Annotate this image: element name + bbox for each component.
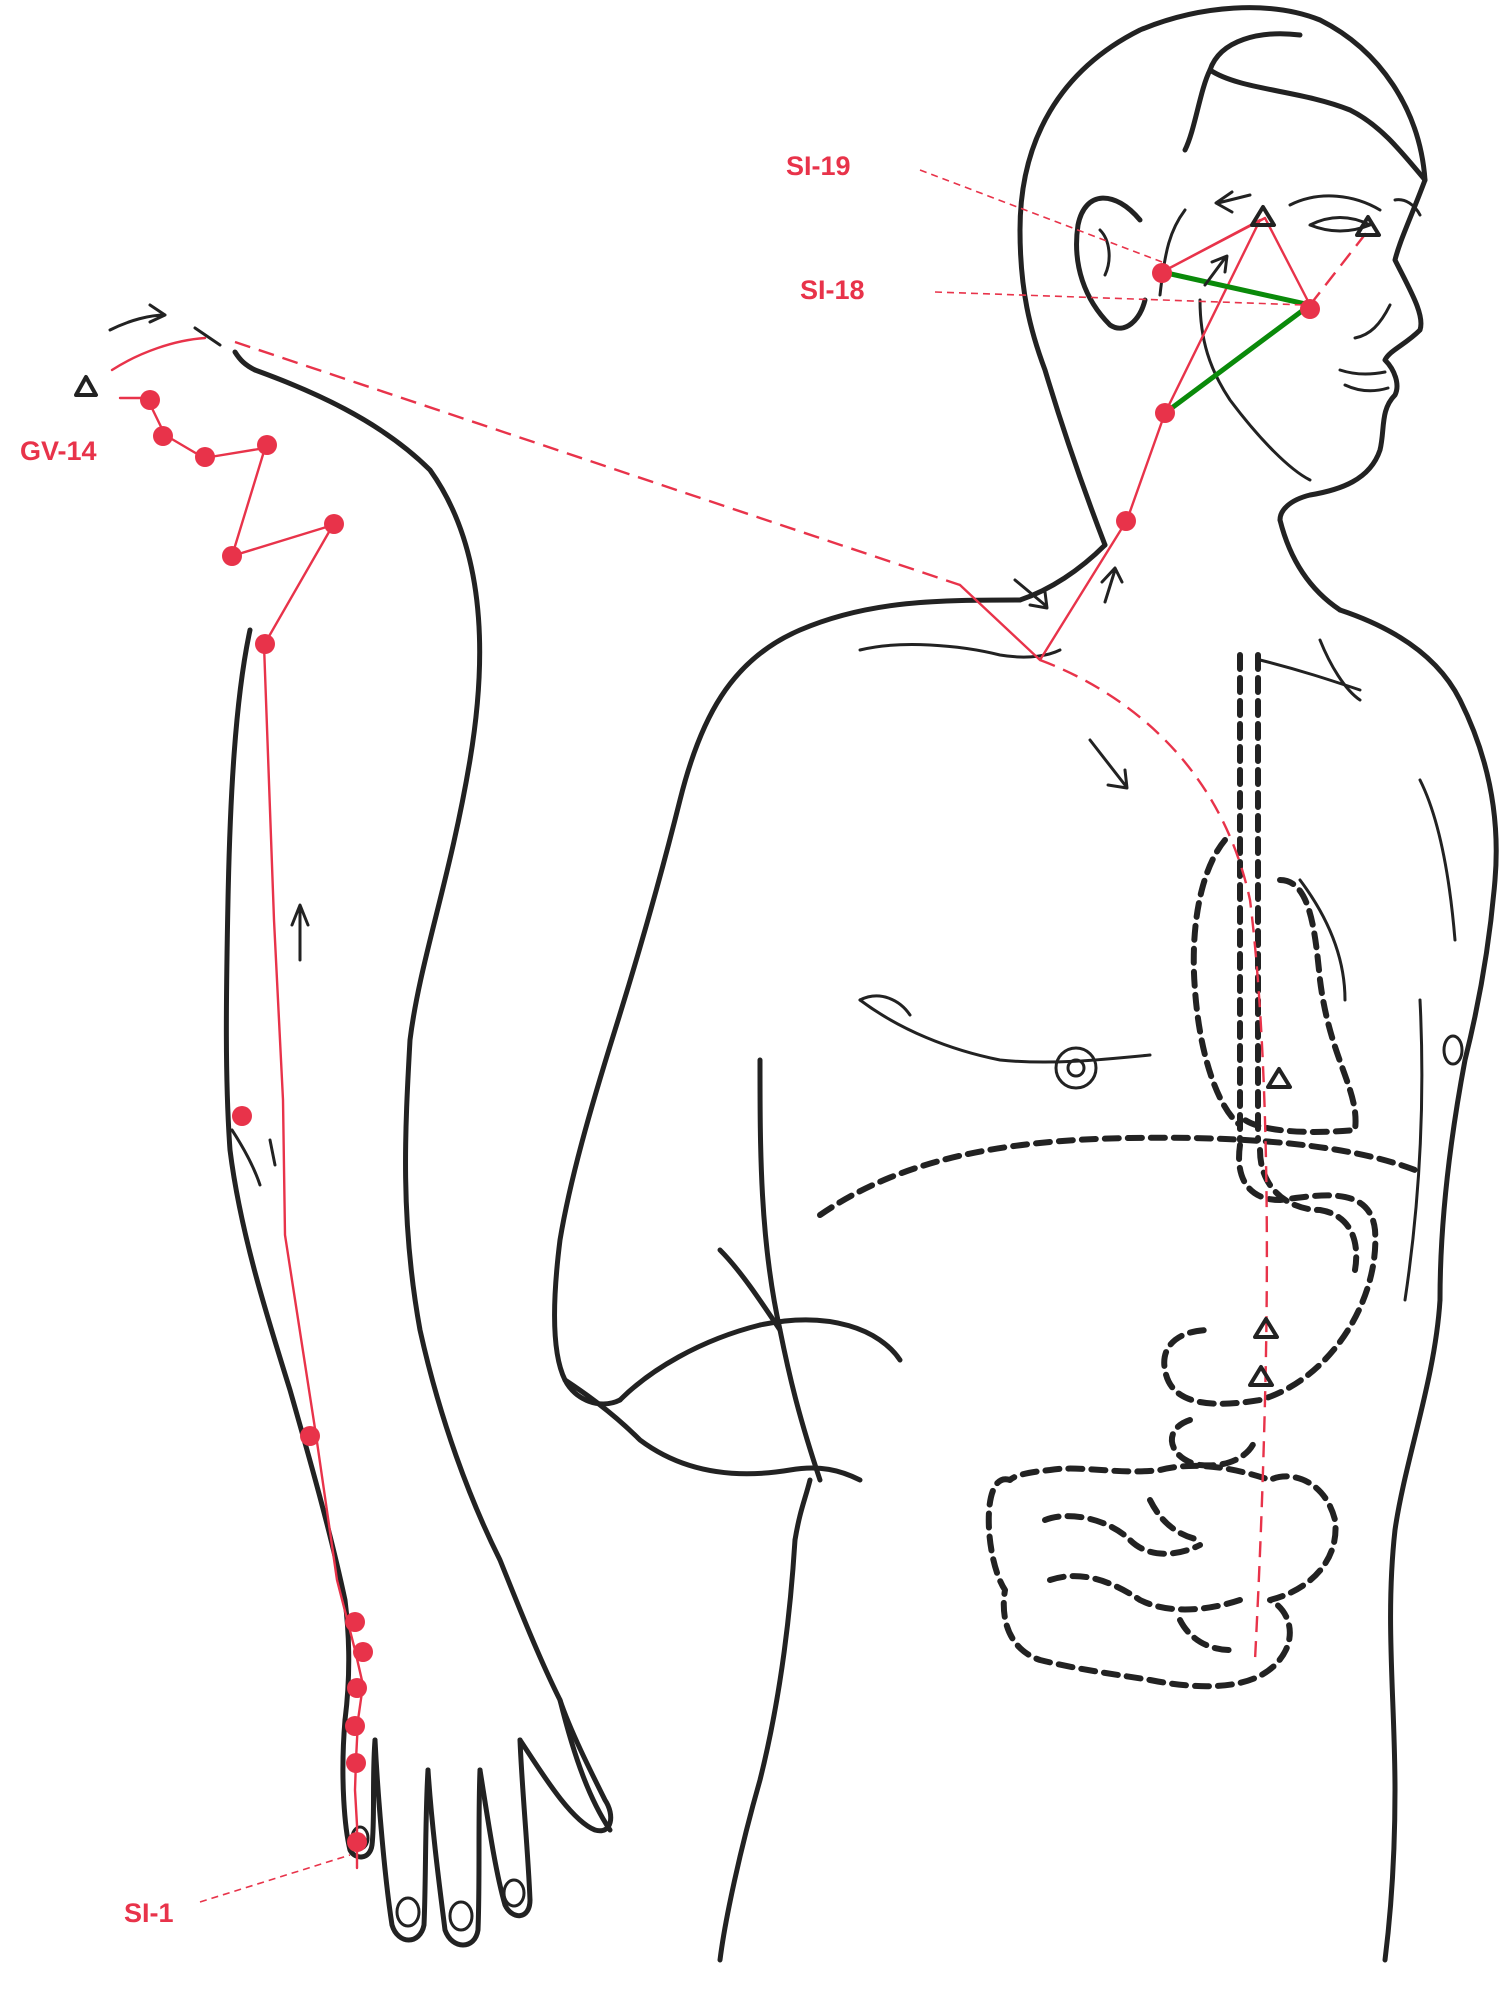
acupoint-dot (1116, 511, 1136, 531)
head-outline (1017, 5, 1428, 548)
arrow-icon-shoulder-tip (193, 326, 222, 347)
intestine-loops (1042, 1497, 1243, 1653)
acupoint-dot (153, 426, 173, 446)
acupoint-dot (255, 634, 275, 654)
acupoint-dot (232, 1106, 252, 1126)
label-gv14: GV-14 (20, 436, 97, 466)
acupoint-dot (222, 546, 242, 566)
acupoints (140, 263, 1320, 1852)
green-branch-line (1161, 269, 1313, 416)
face-dashed-segment (1309, 227, 1371, 306)
acupoint-dot (257, 435, 277, 455)
acupoint-dot (345, 1612, 365, 1632)
leader-lines (199, 169, 1306, 1903)
point-labels: SI-19 SI-18 GV-14 SI-1 (20, 151, 865, 1928)
arrow-icon-neck-down (1013, 578, 1049, 610)
arrow-icon-chest-down (1088, 738, 1129, 790)
acupoint-dot (1152, 263, 1172, 283)
acupoint-dot (140, 390, 160, 410)
si1-leader (199, 1854, 351, 1903)
small-intestine (985, 1462, 1339, 1690)
acupoint-dot (346, 1753, 366, 1773)
arrow-icon-arm-up (290, 903, 310, 962)
triangle-marker-gv14 (74, 375, 98, 397)
acupoint-dot (324, 514, 344, 534)
neck-branch-line (958, 216, 1312, 662)
diaphragm (817, 1134, 1418, 1218)
acupoint-dot (345, 1716, 365, 1736)
acupoint-dot (1300, 299, 1320, 319)
shoulder-arc (110, 336, 207, 372)
acupoint-dot (347, 1678, 367, 1698)
colon-loop (1168, 1417, 1258, 1469)
esophagus (1237, 652, 1261, 1143)
label-si19: SI-19 (786, 151, 851, 181)
si18-leader (934, 291, 1306, 306)
label-si18: SI-18 (800, 275, 865, 305)
torso-outline (552, 517, 1499, 1963)
internal-descent-dashed (1039, 658, 1269, 1661)
acupoint-dot (300, 1426, 320, 1446)
triangle-markers (74, 205, 1381, 1387)
acupoint-dot (195, 447, 215, 467)
triangle-marker-face-2 (1355, 215, 1381, 237)
triangle-marker-stomach-2 (1248, 1365, 1274, 1387)
acupoint-dot (347, 1832, 367, 1852)
direction-arrows (108, 190, 1252, 962)
arrow-icon-face-left (1214, 190, 1252, 214)
stomach (1161, 1142, 1379, 1407)
arm-channel-line (118, 396, 365, 1870)
acupoint-dot (353, 1642, 373, 1662)
triangle-marker-face-1 (1250, 205, 1276, 227)
triangle-marker-heart (1266, 1067, 1292, 1089)
si19-leader (919, 169, 1163, 263)
arrow-icon-neck-up (1100, 566, 1124, 604)
arrow-icon-cheek-up (1203, 254, 1229, 287)
triangle-marker-stomach-1 (1253, 1317, 1279, 1339)
acupoint-dot (1155, 403, 1175, 423)
heart (1190, 837, 1359, 1135)
shoulder-to-neck-dashed (234, 340, 961, 587)
label-si1: SI-1 (124, 1898, 174, 1928)
arm-outline (223, 349, 614, 1948)
internal-organs (817, 652, 1418, 1690)
arrow-icon-shoulder (108, 303, 167, 332)
stomach-inner (1257, 1147, 1360, 1273)
